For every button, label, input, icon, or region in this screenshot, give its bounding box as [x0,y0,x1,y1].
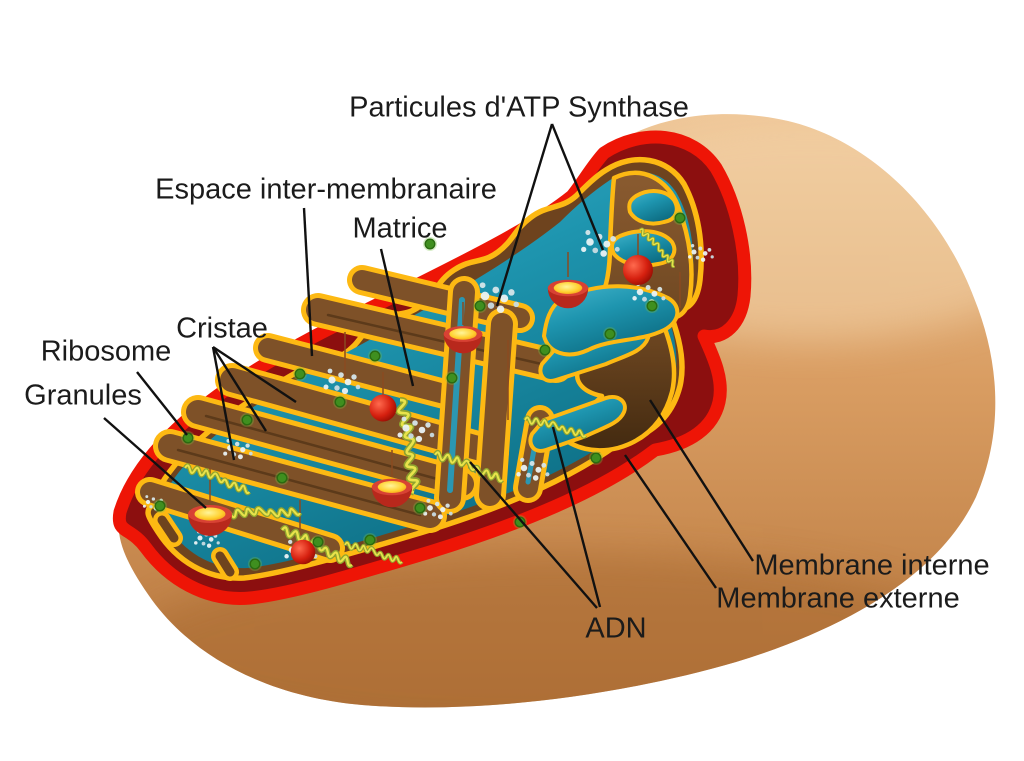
cut-face-matrix-wedge [528,395,627,453]
leader-cristae [211,346,268,432]
leader-adn [469,461,598,609]
leader-adn [551,426,602,608]
label-ribosome: Ribosome [40,335,172,368]
leader-atp-synthase [550,123,605,251]
red-sphere [623,255,653,285]
red-sphere [290,539,316,565]
label-matrice: Matrice [352,212,448,245]
red-sphere [369,394,397,422]
leader-granules [103,417,207,509]
label-espace-inter-membranaire: Espace inter-membranaire [155,173,497,206]
leader-ribosome [136,371,188,436]
leader-membrane-interne [648,399,755,562]
leader-cristae [212,345,297,404]
threads [209,234,681,540]
leader-atp-synthase [495,123,554,307]
leader-lines [103,123,755,609]
label-atp-synthase: Particules d'ATP Synthase [349,91,689,124]
leader-matrice [379,248,415,387]
label-membrane-interne: Membrane interne [754,549,990,582]
label-granules: Granules [24,379,142,412]
label-adn: ADN [585,612,647,645]
leader-espace [302,207,314,357]
inner-membrane-nubs [153,511,239,581]
leader-cristae [211,346,236,461]
label-cristae: Cristae [176,312,268,345]
label-membrane-externe: Membrane externe [716,582,960,615]
leader-membrane-externe [624,454,717,589]
